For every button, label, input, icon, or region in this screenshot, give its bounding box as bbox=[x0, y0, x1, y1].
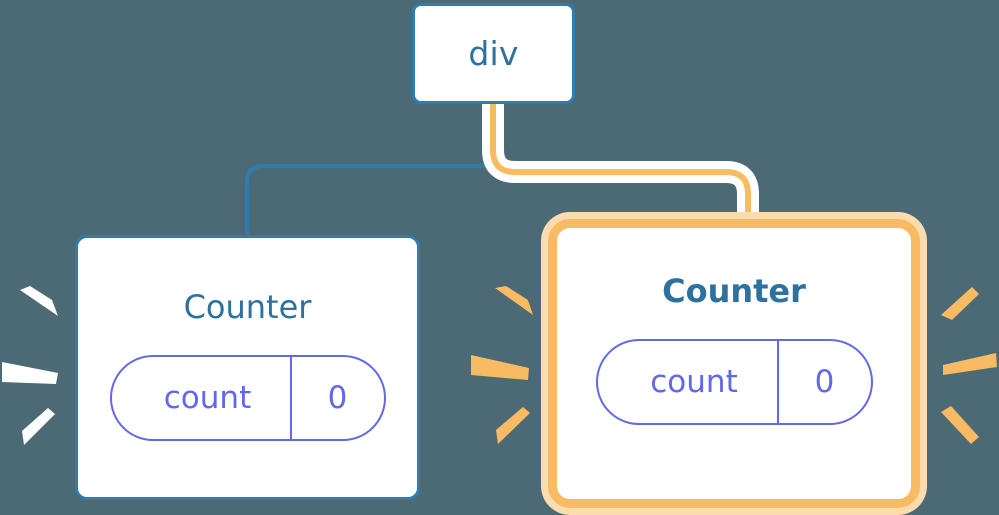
node-div[interactable]: div bbox=[412, 3, 575, 104]
spark-ray-amber-right-lower bbox=[941, 406, 979, 444]
state-value-right: 0 bbox=[776, 341, 871, 423]
node-div-label: div bbox=[468, 34, 519, 73]
state-pill-right: count 0 bbox=[595, 339, 873, 425]
edge-div-to-counter-right bbox=[490, 103, 751, 240]
spark-ray-white-middle bbox=[2, 362, 58, 384]
node-counter-left-label: Counter bbox=[183, 288, 312, 326]
node-counter-right[interactable]: Counter count 0 bbox=[548, 219, 920, 508]
state-pill-left: count 0 bbox=[109, 355, 386, 441]
state-value-left: 0 bbox=[289, 357, 384, 439]
spark-ray-amber-right-middle bbox=[943, 353, 997, 375]
re-render-burst-middle bbox=[471, 286, 533, 444]
spark-ray-amber-right-upper bbox=[941, 287, 979, 320]
node-counter-left[interactable]: Counter count 0 bbox=[75, 235, 420, 500]
spark-ray-amber-mid-lower bbox=[496, 407, 530, 444]
spark-ray-amber-mid-upper bbox=[495, 286, 533, 315]
node-counter-right-label: Counter bbox=[662, 272, 806, 310]
spark-ray-amber-mid-middle bbox=[471, 355, 529, 380]
re-render-burst-left bbox=[2, 286, 58, 445]
re-render-burst-right bbox=[941, 287, 997, 444]
state-key-right: count bbox=[650, 363, 738, 400]
spark-ray-white-upper bbox=[20, 286, 58, 316]
state-key-left: count bbox=[163, 379, 252, 416]
spark-ray-white-lower bbox=[22, 408, 55, 445]
